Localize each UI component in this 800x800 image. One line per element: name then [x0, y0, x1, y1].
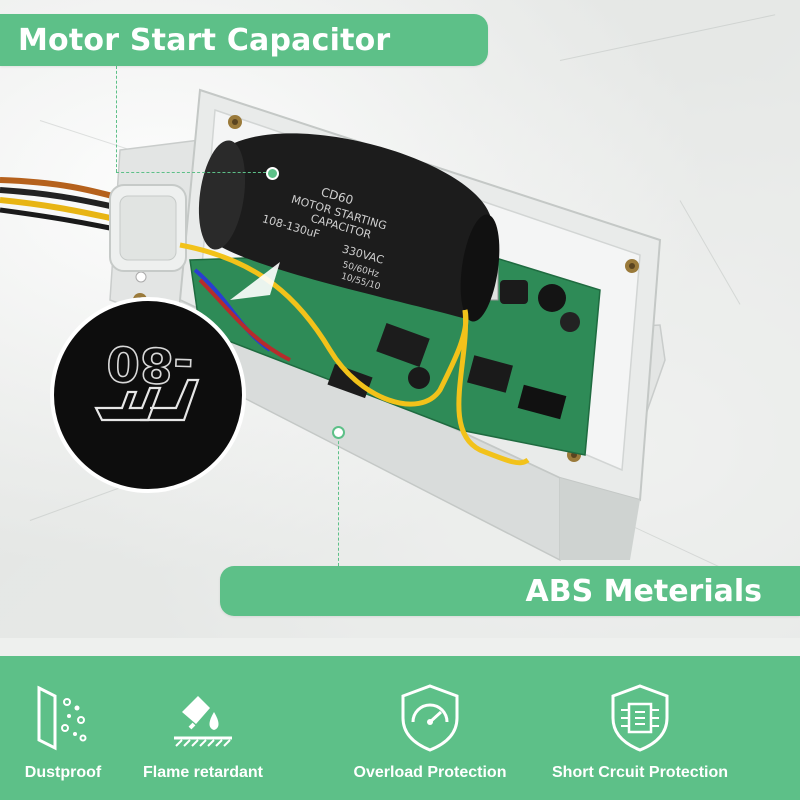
callout-line-top-horizontal	[116, 172, 266, 173]
callout-dot-top	[266, 167, 279, 180]
capacitor: CD60 MOTOR STARTING CAPACITOR 108-130uF …	[198, 133, 500, 322]
feature-label: Short Crcuit Protection	[552, 764, 729, 781]
feature-dustproof: Dustproof	[8, 656, 118, 800]
feature-overload-protection: Overload Protection	[353, 656, 507, 800]
overload-protection-icon	[401, 684, 459, 752]
flame-retardant-icon	[174, 696, 232, 747]
feature-label: Dustproof	[24, 764, 102, 781]
short-circuit-protection-icon	[611, 684, 669, 752]
feature-band: Dustproof Flame retardant Overload Prote…	[0, 656, 800, 800]
product-photo: CD60 MOTOR STARTING CAPACITOR 108-130uF …	[0, 0, 800, 638]
feature-label: Flame retardant	[142, 764, 264, 781]
callout-dot-bottom	[332, 426, 345, 439]
feature-label: Overload Protection	[353, 764, 507, 781]
ul-mark-icon	[94, 378, 200, 422]
feature-short-circuit-protection: Short Crcuit Protection	[552, 656, 728, 800]
external-wires	[0, 177, 121, 233]
dustproof-icon	[37, 685, 87, 751]
pcb-components	[327, 259, 580, 420]
feature-flame-retardant: Flame retardant	[143, 656, 263, 800]
mount-hole	[135, 271, 147, 283]
detail-inset: -80	[50, 297, 246, 493]
callout-line-bottom	[338, 436, 339, 566]
inset-marking: -80	[106, 335, 195, 394]
headline-motor-start-capacitor: Motor Start Capacitor	[0, 14, 488, 66]
callout-line-top	[116, 66, 117, 172]
enclosure-illustration: CD60 MOTOR STARTING CAPACITOR 108-130uF …	[0, 88, 666, 562]
headline-abs-materials: ABS Meterials	[220, 566, 800, 616]
